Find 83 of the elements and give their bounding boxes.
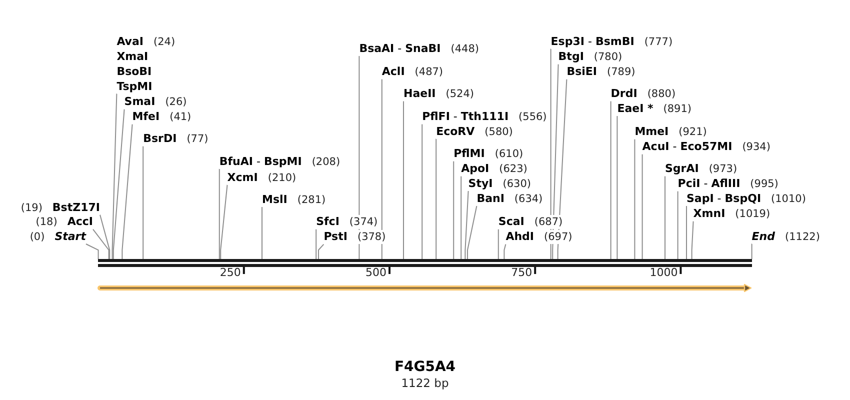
- position-number: (580): [484, 124, 513, 139]
- position-number: (891): [663, 102, 692, 116]
- position-number: (610): [494, 147, 524, 162]
- position-number: (0): [30, 230, 45, 244]
- leader-line: [112, 108, 125, 260]
- leader-line: [610, 100, 612, 260]
- leader-line: [100, 214, 110, 260]
- position-number: (210): [268, 170, 296, 185]
- position-number: (208): [312, 154, 340, 169]
- scale-label: 750: [511, 266, 532, 280]
- position-number: (921): [678, 125, 707, 140]
- sequence-length: 1122 bp: [401, 376, 449, 390]
- enzyme-name: SapI - BspQI: [686, 192, 762, 206]
- position-number: (973): [708, 162, 738, 176]
- leader-line: [691, 220, 694, 260]
- map-title: F4G5A4: [394, 359, 456, 376]
- position-number: (634): [514, 192, 543, 206]
- leader-line: [358, 56, 360, 260]
- position-number: (880): [647, 87, 676, 102]
- position-number: (934): [742, 140, 770, 154]
- enzyme-name: BtgI: [558, 50, 584, 64]
- enzyme-name: SgrAI: [665, 162, 699, 176]
- leader-line: [664, 176, 666, 260]
- position-number: (77): [186, 132, 208, 146]
- leader-line: [218, 168, 220, 260]
- leader-line: [92, 228, 110, 260]
- position-number: (374): [349, 215, 378, 230]
- position-number: (556): [518, 110, 547, 124]
- position-number: (24): [154, 34, 176, 49]
- position-number: (1019): [735, 207, 770, 222]
- enzyme-name: StyI: [468, 177, 493, 191]
- position-number: (687): [534, 215, 563, 230]
- leader-line: [112, 93, 118, 260]
- leader-line: [464, 190, 469, 260]
- position-number: (487): [414, 65, 444, 80]
- leader-line: [436, 138, 437, 260]
- position-number: (18): [36, 215, 58, 230]
- enzyme-name: ApoI: [461, 162, 490, 176]
- leader-line: [552, 64, 559, 260]
- position-number: (26): [165, 95, 187, 110]
- scale-label: 500: [366, 266, 386, 280]
- position-number: (1010): [771, 192, 806, 206]
- enzyme-name: Esp3I - BsmBI: [550, 34, 634, 49]
- position-number: (789): [607, 65, 636, 80]
- leader-line: [686, 206, 687, 260]
- position-number: (777): [644, 34, 673, 49]
- leader-line: [142, 146, 144, 260]
- position-number: (697): [544, 230, 572, 244]
- leader-line: [616, 116, 618, 260]
- leader-line: [403, 100, 404, 260]
- dna-backbone: [98, 259, 752, 267]
- position-number: (41): [170, 110, 192, 124]
- scale-label: 250: [220, 266, 241, 280]
- leader-line: [316, 228, 317, 260]
- position-number: (995): [750, 177, 778, 192]
- position-number: (281): [297, 193, 326, 207]
- enzyme-name: TspMI: [116, 80, 152, 94]
- position-number: (1122): [785, 230, 820, 244]
- position-number: (780): [594, 50, 622, 64]
- leader-line: [381, 78, 382, 260]
- position-number: (19): [20, 200, 42, 215]
- leader-line: [677, 190, 678, 260]
- leader-line: [504, 244, 506, 260]
- leader-line: [467, 206, 478, 260]
- leader-line: [86, 244, 99, 260]
- leader-line: [751, 243, 752, 260]
- leader-line: [422, 124, 423, 260]
- position-number: (448): [450, 42, 480, 56]
- position-number: (623): [499, 162, 528, 176]
- scale-label: 1000: [650, 266, 678, 280]
- leader-line: [220, 184, 228, 260]
- leader-line: [460, 176, 462, 260]
- leader-line: [550, 48, 552, 260]
- enzyme-name: BfuAI - BspMI: [219, 154, 302, 169]
- leader-line: [642, 154, 643, 260]
- position-number: (630): [502, 177, 531, 191]
- leader-line: [453, 160, 454, 260]
- leader-line: [318, 244, 324, 260]
- leader-line: [122, 124, 133, 260]
- position-number: (378): [357, 230, 386, 244]
- position-number: (524): [446, 87, 474, 102]
- leader-line: [634, 138, 636, 260]
- leader-line: [498, 228, 499, 260]
